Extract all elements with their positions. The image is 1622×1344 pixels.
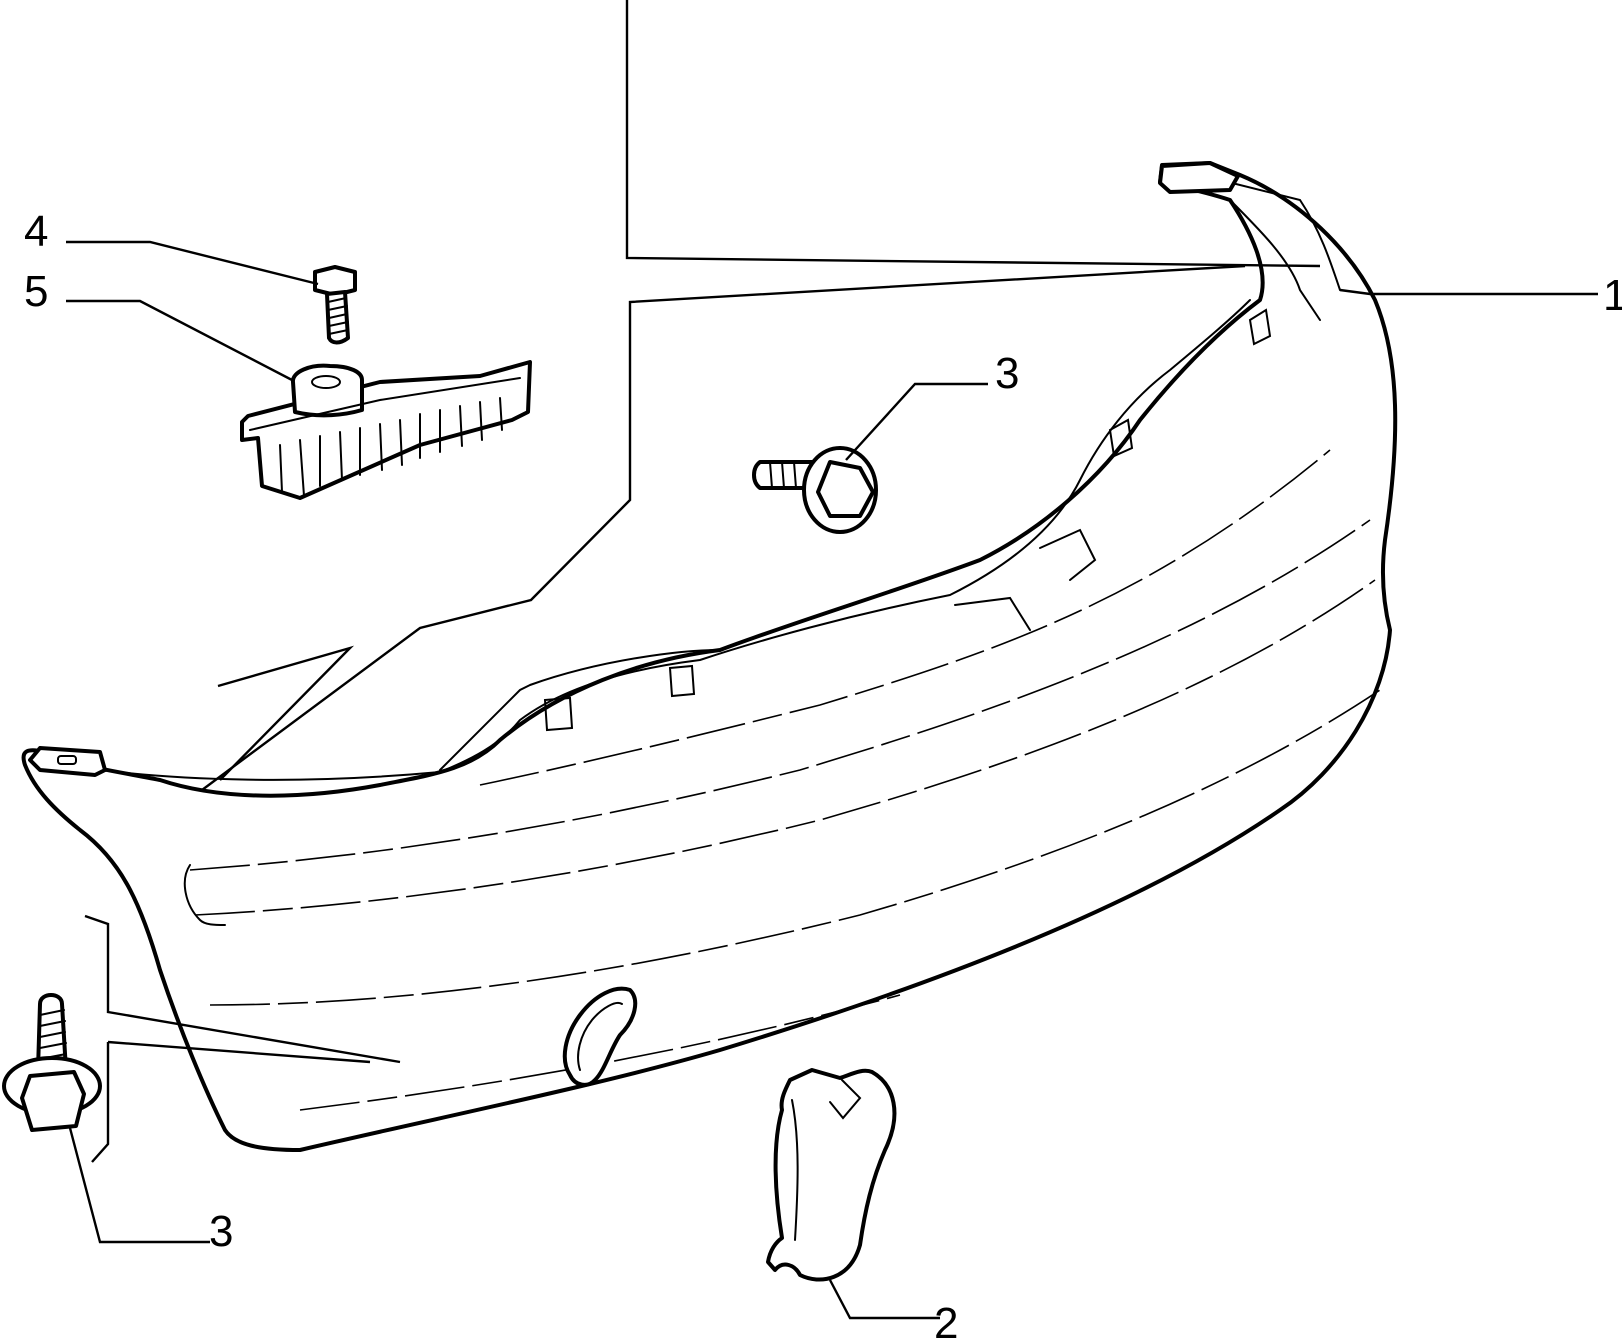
assembly-line-zigzag	[217, 645, 355, 781]
slot-2	[668, 664, 696, 698]
slot-1	[543, 696, 574, 732]
callout-2: 2	[934, 1299, 958, 1344]
bumper-right-flange	[1219, 179, 1341, 291]
bumper-right-tab	[1158, 161, 1240, 194]
callout-5: 5	[24, 267, 48, 316]
side-bracket-hole	[311, 375, 341, 389]
leader-3-upper	[845, 382, 988, 461]
tow-hook-opening-inner	[577, 1002, 623, 1071]
bumper-inner-rim	[99, 299, 1251, 781]
bumper-top-edge	[439, 649, 721, 771]
leader-1	[1339, 288, 1598, 296]
contour-line-2	[194, 579, 1376, 916]
tow-hook-cover-notch	[829, 1079, 862, 1120]
flange-screw-upper-head	[816, 460, 875, 518]
leader-3-lower	[68, 1127, 210, 1244]
callout-1: 1	[1603, 271, 1622, 320]
trim-recess	[183, 864, 226, 926]
leader-2	[828, 1279, 940, 1320]
leader-4	[66, 240, 319, 286]
bumper-left-tab	[28, 746, 107, 777]
side-bracket-ribs	[279, 397, 503, 497]
tow-hook-cover-edge	[791, 1099, 799, 1241]
contour-line-4	[479, 449, 1331, 786]
callout-3-lower: 3	[209, 1207, 233, 1256]
assembly-line-lower-screw-2	[107, 1040, 371, 1064]
flange-screw-upper-thread	[769, 461, 797, 489]
callout-3-upper: 3	[995, 349, 1019, 398]
bolt-head	[313, 265, 357, 297]
bolt-shank	[325, 290, 350, 345]
bumper-left-tab-slot	[57, 755, 77, 765]
bumper-right-inner-edge	[1229, 199, 1321, 321]
side-bracket-top-edge	[249, 377, 521, 431]
assembly-line-bracket	[201, 264, 1246, 791]
side-bracket-boss	[291, 363, 364, 418]
slot-3	[1108, 418, 1134, 458]
callout-labels: 1 2 3 3 4 5	[24, 207, 1622, 1344]
recess-1	[954, 596, 1031, 631]
tow-hook-cover-body	[766, 1068, 897, 1282]
side-bracket-body	[240, 360, 532, 500]
side-bracket	[240, 360, 532, 500]
slot-4	[1248, 308, 1272, 346]
recess-2	[1039, 528, 1097, 581]
bolt-thread	[327, 297, 349, 335]
callout-4: 4	[24, 207, 48, 256]
assembly-lines	[84, 0, 1321, 1163]
flange-screw-lower-head	[20, 1070, 86, 1132]
assembly-line-lower-screw	[84, 914, 401, 1064]
flange-screw-upper	[752, 446, 878, 534]
assembly-line-lower-screw-3	[91, 1042, 110, 1163]
bolt	[313, 265, 357, 345]
tow-hook-cover	[766, 1068, 897, 1282]
flange-screw-lower-thread	[39, 1009, 67, 1060]
contour-line-3	[209, 689, 1381, 1006]
tow-hook-opening	[562, 986, 638, 1087]
flange-screw-lower	[2, 993, 102, 1132]
bumper-cover	[21, 161, 1398, 1152]
callout-leaders	[66, 240, 1598, 1320]
assembly-line-top	[625, 0, 1321, 268]
leader-5	[66, 299, 293, 382]
contour-line-1	[189, 519, 1371, 871]
